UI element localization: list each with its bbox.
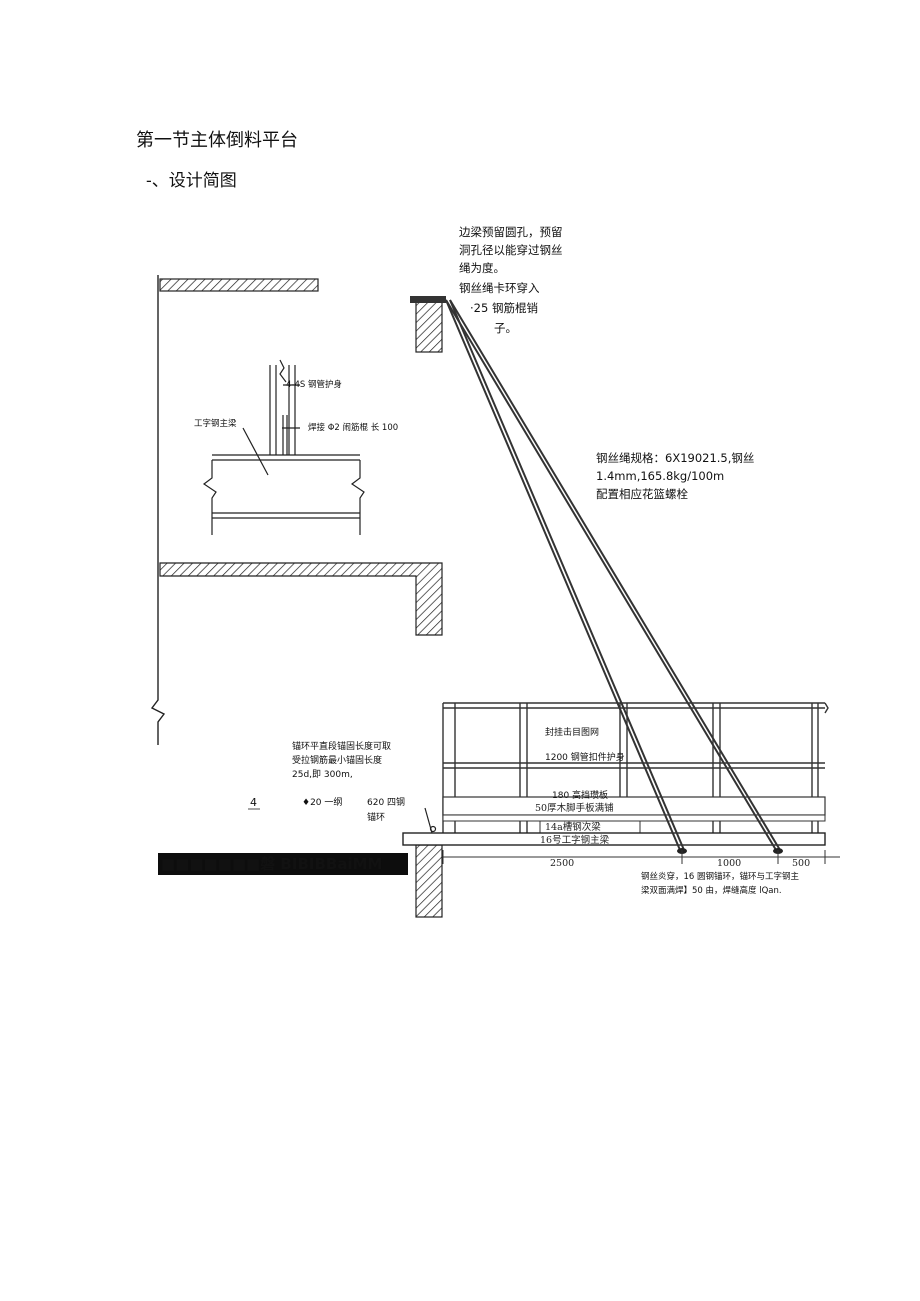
svg-text:钢丝炎穿，16 圆钢锚环，锚环与工字钢主: 钢丝炎穿，16 圆钢锚环，锚环与工字钢主 — [641, 871, 800, 882]
svg-text:1.4mm,165.8kg/100m: 1.4mm,165.8kg/100m — [596, 469, 724, 483]
i-beam-detail — [202, 359, 365, 535]
main-beam-label: 16号工字钢主梁 — [540, 834, 610, 846]
toe-board-label: 180 高挡瓒板 — [552, 789, 608, 801]
black-redacted-bar — [158, 853, 408, 875]
svg-text:洞孔径以能穿过钢丝: 洞孔径以能穿过钢丝 — [459, 243, 563, 257]
middle-floor-slab — [159, 562, 443, 636]
channel-beam-label: 14a槽钢次梁 — [545, 821, 601, 833]
upper-floor-slab — [159, 278, 319, 292]
dimension-1000: 1000 — [717, 858, 741, 869]
rebar-20-label: ♦20 一纲 — [302, 796, 342, 808]
mark-4-label: 4 — [250, 796, 257, 809]
svg-text:锚环平直段锚固长度可取: 锚环平直段锚固长度可取 — [292, 740, 391, 752]
wire-ropes — [445, 299, 781, 851]
svg-text:边梁预留圆孔，预留: 边梁预留圆孔，预留 — [459, 225, 563, 239]
svg-text:绳为度。: 绳为度。 — [459, 261, 505, 275]
wire-clamp-note: 钢丝绳卡环穿入 ·25 钢筋棍销 子。 — [459, 281, 540, 335]
anchor-ring — [424, 807, 437, 834]
subsection-title: -、设计简图 — [146, 171, 237, 191]
svg-text:受拉钢筋最小锚固长度: 受拉钢筋最小锚固长度 — [292, 754, 382, 766]
pipe-guard-1200-label: 1200 钢管扣件护身 — [545, 751, 625, 763]
anchor-ring-label-2: 锚环 — [367, 811, 385, 823]
weld-note: 钢丝炎穿，16 圆钢锚环，锚环与工字钢主 梁双面满焊】50 由，焊缝高度 lQa… — [641, 871, 800, 896]
left-wall-line — [150, 275, 166, 745]
anchor-ring-label-1: 620 四钢 — [367, 796, 405, 808]
anchor-length-note: 锚环平直段锚固长度可取 受拉钢筋最小锚固长度 25d,即 300m, — [292, 740, 391, 780]
edge-beam-hole-note: 边梁预留圆孔，预留 洞孔径以能穿过钢丝 绳为度。 — [459, 225, 563, 275]
i-beam-main-label: 工字钢主梁 — [194, 418, 237, 429]
svg-text:·25 钢筋棍销: ·25 钢筋棍销 — [470, 301, 538, 315]
bottom-edge-beam — [415, 844, 443, 918]
svg-text:25d,即 300m,: 25d,即 300m, — [292, 769, 353, 780]
svg-text:配置相应花篮螺栓: 配置相应花篮螺栓 — [596, 487, 688, 501]
section-title: 第一节主体倒料平台 — [136, 130, 298, 151]
svg-text:钢丝绳卡环穿入: 钢丝绳卡环穿入 — [459, 281, 540, 295]
dimension-line — [442, 850, 840, 864]
svg-text:钢丝绳规格：6X19021.5,钢丝: 钢丝绳规格：6X19021.5,钢丝 — [596, 451, 754, 465]
steel-pipe-guard-label: 4-4S 钢管护身 — [286, 379, 342, 390]
safety-net-label: 封挂击目图网 — [545, 726, 599, 738]
top-edge-beam — [410, 296, 446, 353]
dimension-500: 500 — [792, 858, 810, 869]
black-bar-text: ■■■■■■■磐 BIBIBBaiMM — [161, 855, 382, 873]
svg-text:梁双面满焊】50 由，焊缝高度 lQan.: 梁双面满焊】50 由，焊缝高度 lQan. — [641, 885, 782, 896]
wire-spec-note: 钢丝绳规格：6X19021.5,钢丝 1.4mm,165.8kg/100m 配置… — [596, 451, 754, 501]
svg-text:子。: 子。 — [494, 321, 517, 335]
plank-label: 50厚木脚手板满铺 — [535, 802, 614, 814]
rope-anchor-points — [677, 848, 783, 854]
dimension-2500: 2500 — [550, 858, 574, 869]
platform-deck — [402, 796, 826, 846]
weld-bar-label: 焊接 Φ2 闹筋棍 长 100 — [308, 422, 398, 433]
